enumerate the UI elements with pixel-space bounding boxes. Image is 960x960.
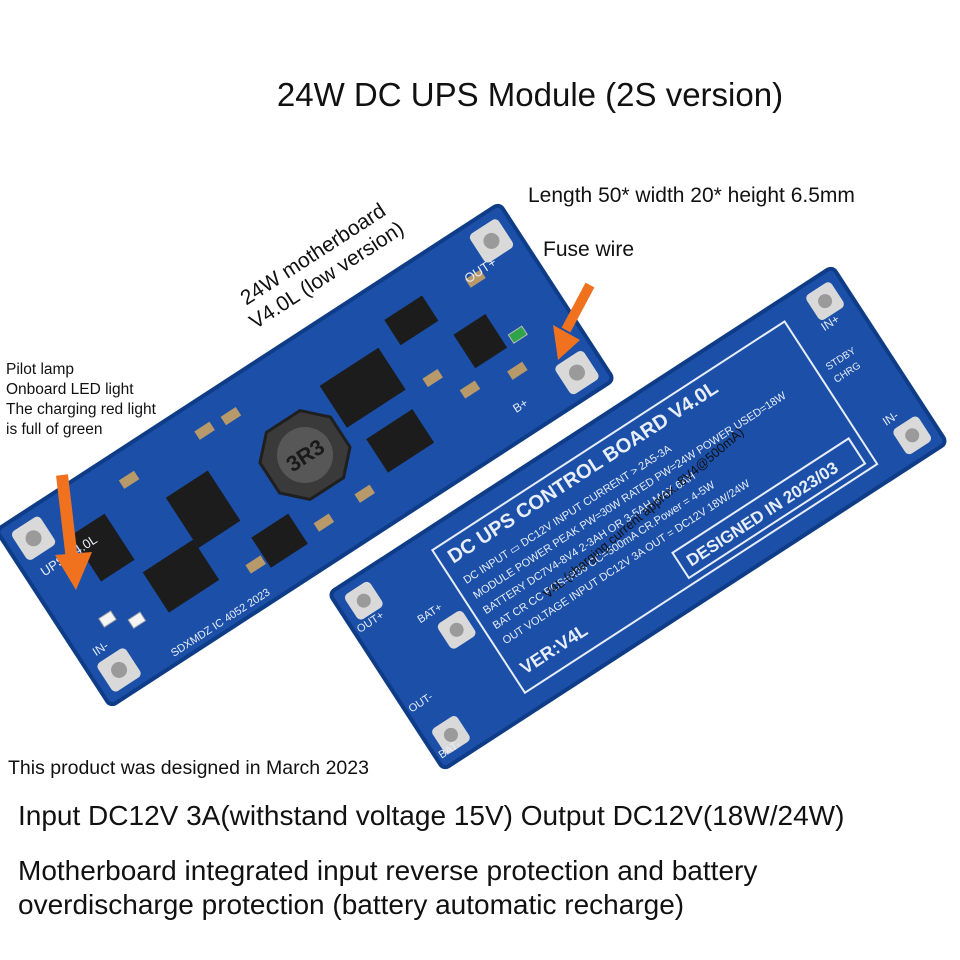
arrow-fuse <box>553 282 595 360</box>
pilot-line: Onboard LED light <box>6 381 134 398</box>
design-date-note: This product was designed in March 2023 <box>8 757 369 779</box>
pad-label-b-plus: B+ <box>510 396 530 416</box>
pilot-line: The charging red light <box>6 401 156 418</box>
arrow-pilot-lamp <box>55 474 92 590</box>
spec-line-2-part: Motherboard integrated input reverse pro… <box>18 855 758 886</box>
pilot-line: Pilot lamp <box>6 361 75 378</box>
fuse-note: Fuse wire <box>543 238 635 261</box>
spec-line-1: Input DC12V 3A(withstand voltage 15V) Ou… <box>18 800 845 831</box>
pilot-line: is full of green <box>6 421 103 438</box>
spec-line-2: Motherboard integrated input reverse pro… <box>18 854 757 922</box>
front-board: 3R3 OUT+ UPS V4.0L IN- B+ SDXMDZ IC 4052… <box>0 203 614 707</box>
pilot-lamp-note: Pilot lamp Onboard LED light The chargin… <box>6 360 156 440</box>
spec-line-2-part: overdischarge protection (battery automa… <box>18 889 685 920</box>
page-title: 24W DC UPS Module (2S version) <box>276 76 784 113</box>
dimensions-note: Length 50* width 20* height 6.5mm <box>528 184 855 207</box>
